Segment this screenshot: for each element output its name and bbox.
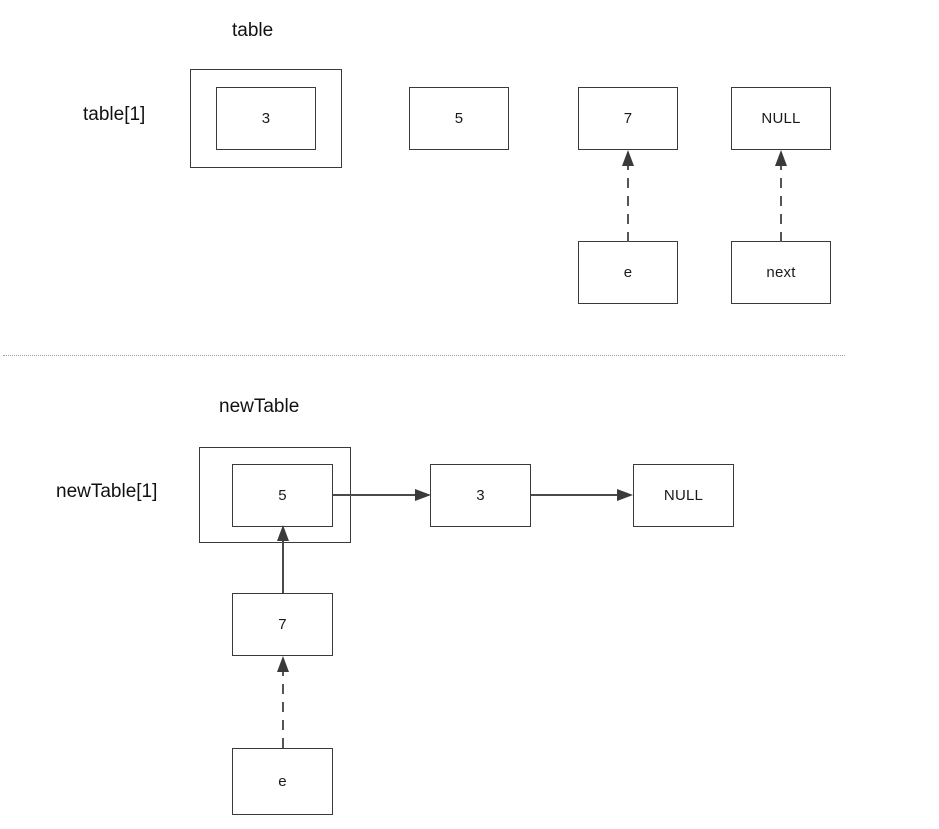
newtable-node-7: 7: [232, 593, 333, 656]
table-caption: table: [232, 20, 274, 41]
newtable-caption: newTable: [219, 396, 300, 417]
table-pointer-e: e: [578, 241, 678, 304]
newtable-node-3: 3: [430, 464, 531, 527]
newtable-pointer-e: e: [232, 748, 333, 815]
table-bucket-label: table[1]: [83, 104, 146, 125]
section-divider: [3, 355, 845, 356]
table-node-5: 5: [409, 87, 509, 150]
table-node-7: 7: [578, 87, 678, 150]
newtable-node-null: NULL: [633, 464, 734, 527]
newtable-node-5: 5: [232, 464, 333, 527]
edge-e-to-7-bottom-dashed: [265, 654, 301, 750]
table-node-3: 3: [216, 87, 316, 150]
edge-e-to-7-dashed: [610, 148, 646, 244]
newtable-bucket-label: newTable[1]: [56, 481, 158, 502]
table-node-null: NULL: [731, 87, 831, 150]
edge-next-to-null-dashed: [763, 148, 799, 244]
table-pointer-next: next: [731, 241, 831, 304]
edge-3-to-null-solid: [531, 484, 635, 506]
